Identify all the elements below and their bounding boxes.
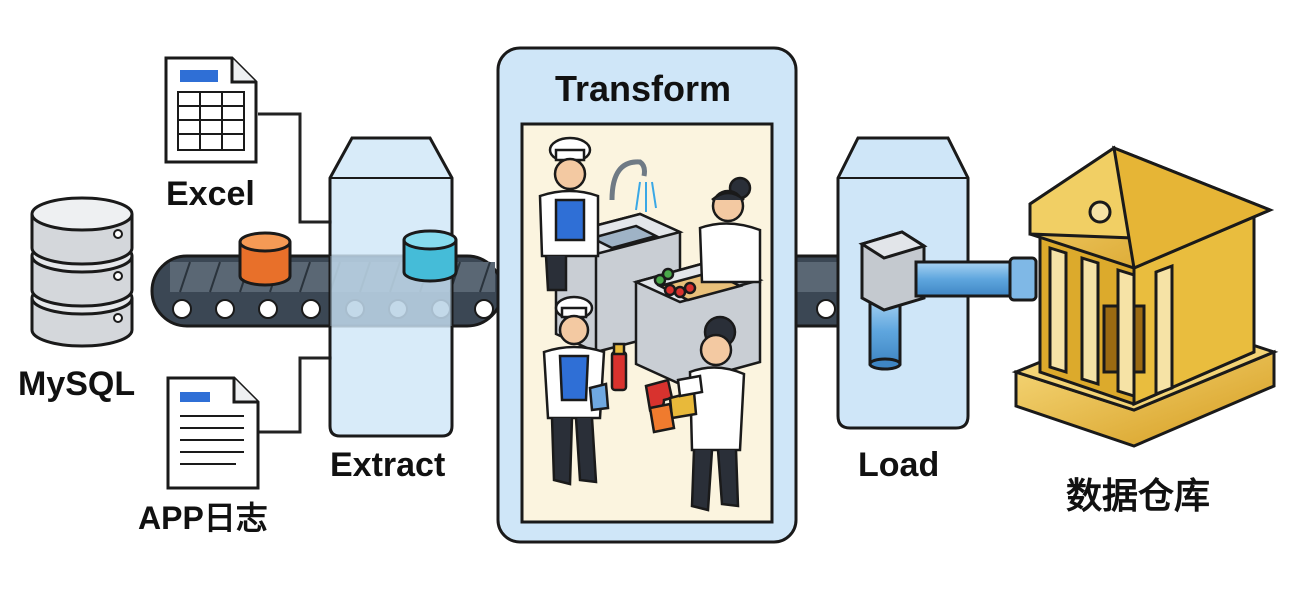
load-label: Load [858, 448, 939, 482]
excel-spreadsheet-icon [166, 58, 256, 162]
cyan-data-cylinder [404, 231, 456, 281]
app-log-document-icon [168, 378, 258, 488]
data-warehouse-label: 数据仓库 [1066, 478, 1210, 514]
excel-label: Excel [166, 177, 255, 211]
extract-label: Extract [330, 448, 445, 482]
app-log-label: APP日志 [138, 502, 268, 534]
extract-stage [330, 138, 452, 436]
orange-data-cylinder [240, 233, 290, 285]
data-warehouse-icon [1016, 148, 1274, 446]
mysql-database-icon [32, 198, 132, 346]
transform-label: Transform [555, 71, 731, 107]
mysql-label: MySQL [18, 367, 135, 401]
